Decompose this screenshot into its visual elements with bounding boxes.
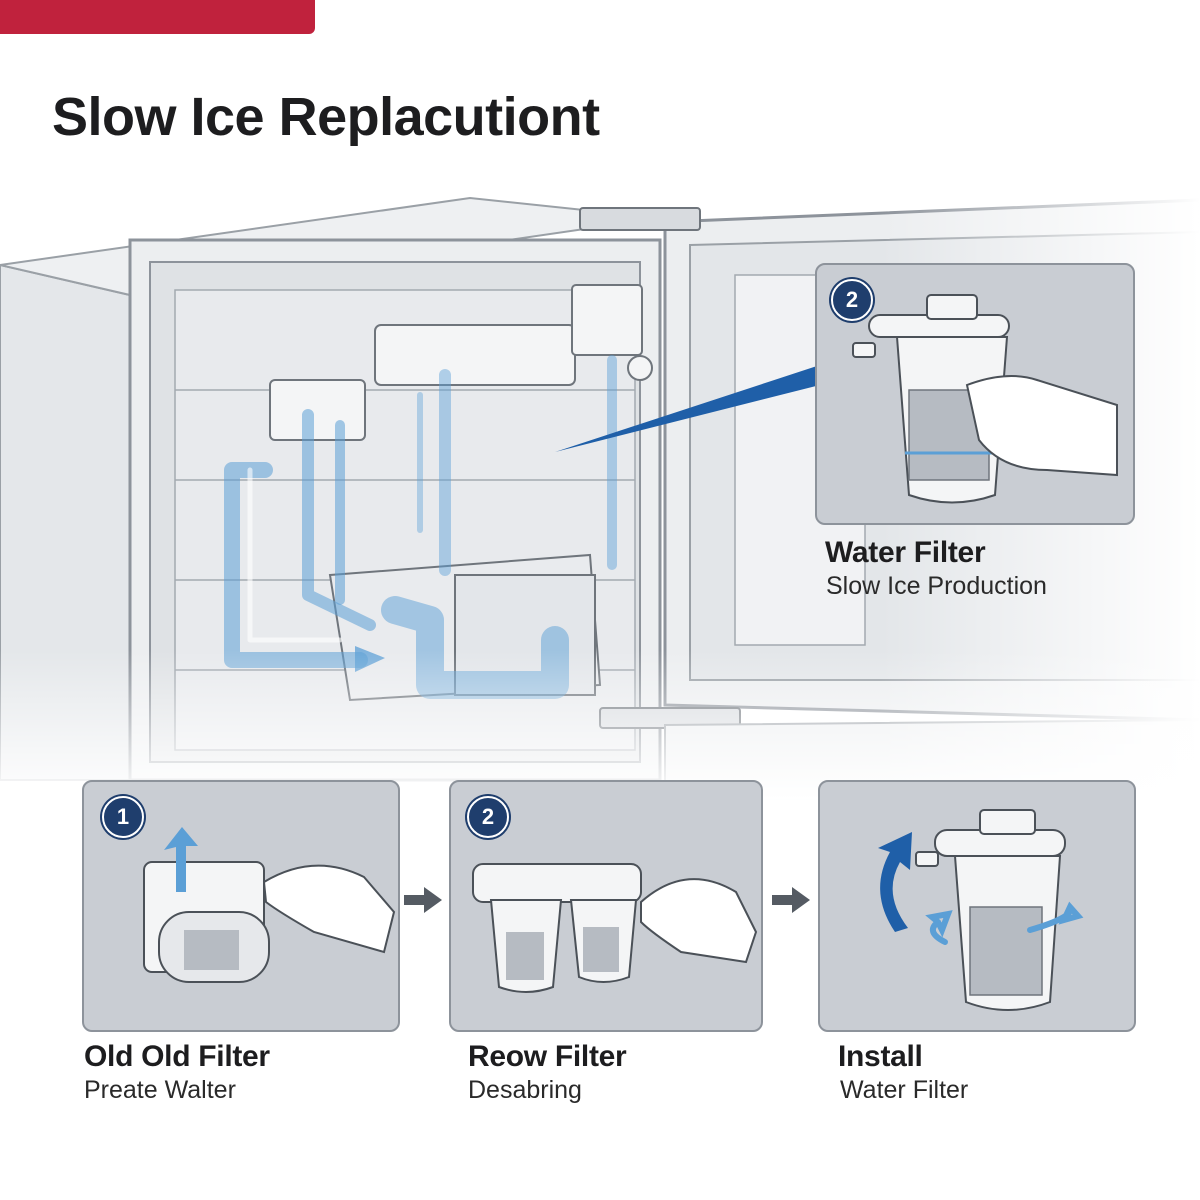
step-3-subtitle: Water Filter bbox=[840, 1076, 969, 1104]
step-1-title: Old Old Filter bbox=[84, 1040, 270, 1073]
page-title: Slow Ice Replacutiont bbox=[52, 87, 600, 147]
step-3-title: Install bbox=[838, 1040, 923, 1073]
step-2-subtitle: Desabring bbox=[468, 1076, 582, 1104]
install-filter-rotate-icon bbox=[878, 809, 1084, 1011]
step-2-badge: 2 bbox=[467, 796, 509, 838]
remove-filter-hand-icon bbox=[143, 827, 396, 983]
callout-step-badge: 2 bbox=[831, 279, 873, 321]
step-1-badge: 1 bbox=[102, 796, 144, 838]
callout-title: Water Filter bbox=[825, 536, 986, 569]
dual-filter-hand-icon bbox=[472, 863, 758, 993]
step-2-panel: 2 bbox=[449, 780, 763, 1032]
callout-panel: 2 bbox=[815, 263, 1135, 525]
step-2-title: Reow Filter bbox=[468, 1040, 627, 1073]
callout-pointer bbox=[555, 365, 820, 452]
step-arrow-2-icon bbox=[772, 887, 810, 913]
step-1-subtitle: Preate Walter bbox=[84, 1076, 236, 1104]
step-1-panel: 1 bbox=[82, 780, 400, 1032]
step-arrow-1-icon bbox=[404, 887, 442, 913]
callout-subtitle: Slow Ice Production bbox=[826, 572, 1047, 600]
accent-bar bbox=[0, 0, 315, 34]
step-3-panel bbox=[818, 780, 1136, 1032]
filter-in-hand-icon bbox=[852, 294, 1118, 504]
